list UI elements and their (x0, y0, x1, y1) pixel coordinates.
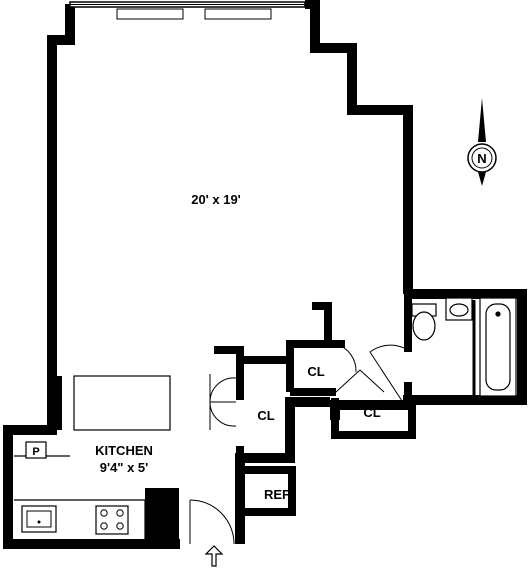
refrigerator (250, 474, 288, 508)
closet-label-center: CL (307, 364, 324, 379)
pantry-box (25, 441, 47, 459)
stove-icon (95, 505, 129, 535)
closet-doors-hall (209, 374, 237, 430)
bathroom-door (369, 344, 405, 405)
pantry-label: P (32, 446, 39, 458)
ref-label: REF (264, 487, 290, 502)
interior-walls (54, 294, 476, 516)
structural-column (145, 488, 179, 540)
bathtub-icon (479, 297, 517, 397)
radiator-1 (116, 8, 184, 20)
toilet-icon (411, 303, 437, 341)
kitchen-dimensions: 9'4" x 5' (100, 460, 149, 475)
kitchen-label: KITCHEN (95, 443, 153, 458)
top-window (69, 1, 306, 20)
closet-doors-center (335, 343, 385, 393)
compass-north-label: N (477, 151, 486, 166)
closet-label-hall: CL (257, 408, 274, 423)
entry-arrow-icon (204, 545, 224, 567)
main-room-dimensions: 20' x 19' (191, 192, 241, 207)
radiator-2 (204, 8, 272, 20)
exterior-walls (3, 0, 527, 549)
bathroom-sink-icon (445, 297, 473, 321)
sink-icon (21, 505, 57, 533)
compass-rose-icon: N (467, 98, 497, 186)
kitchen-counter-top (73, 375, 171, 431)
entry-door (189, 499, 235, 545)
closet-label-lower: CL (363, 405, 380, 420)
